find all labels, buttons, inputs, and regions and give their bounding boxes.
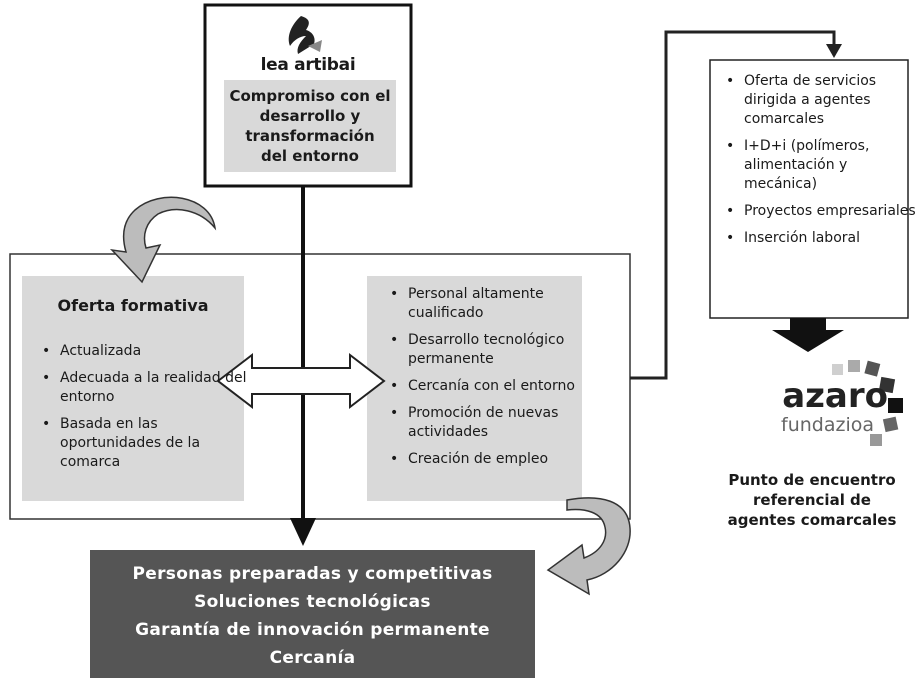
azaro-caption: Punto de encuentro referencial de agente…	[712, 470, 912, 530]
list-item: Basada en las oportunidades de la comarc…	[42, 415, 250, 472]
commitment-line: desarrollo y	[259, 107, 361, 125]
lea-artibai-logo-mark	[288, 16, 322, 54]
list-item: Cercanía con el entorno	[390, 377, 598, 396]
formative-offer-list: Actualizada Adecuada a la realidad del e…	[38, 342, 250, 480]
list-item: Actualizada	[42, 342, 250, 361]
curved-arrow-bottom	[546, 497, 631, 596]
commitment-line: del entorno	[261, 147, 359, 165]
commitment-box	[224, 80, 396, 172]
list-item: Promoción de nuevas actividades	[390, 404, 598, 442]
curved-arrow-top	[109, 196, 217, 284]
services-connector	[630, 30, 836, 380]
list-item: Adecuada a la realidad del entorno	[42, 369, 250, 407]
results-text: Personas preparadas y competitivas Soluc…	[90, 560, 535, 672]
azaro-caption-line: agentes comarcales	[727, 511, 897, 529]
commitment-line: Compromiso con el	[229, 87, 391, 105]
list-item: Desarrollo tecnológico permanente	[390, 331, 598, 369]
azaro-caption-line: referencial de	[753, 491, 871, 509]
services-connector-arrowhead	[826, 44, 842, 58]
azaro-logo-sub: fundazioa	[781, 414, 874, 436]
list-item: Oferta de servicios dirigida a agentes c…	[726, 72, 916, 129]
services-list: Oferta de servicios dirigida a agentes c…	[722, 72, 916, 256]
azaro-down-arrow	[772, 318, 844, 352]
result-line: Garantía de innovación permanente	[135, 620, 490, 640]
results-box	[90, 550, 535, 678]
result-line: Soluciones tecnológicas	[194, 592, 431, 612]
double-arrow	[216, 352, 386, 410]
list-item: I+D+i (polímeros, alimentación y mecánic…	[726, 137, 916, 194]
azaro-logo-name: azaro	[782, 376, 888, 416]
list-item: Personal altamente cualificado	[390, 285, 598, 323]
result-line: Personas preparadas y competitivas	[132, 564, 493, 584]
list-item: Inserción laboral	[726, 229, 916, 248]
commitment-line: transformación	[245, 127, 375, 145]
list-item: Proyectos empresariales	[726, 202, 916, 221]
azaro-logo-mark	[832, 360, 903, 446]
lea-artibai-logo-text: lea artibai	[260, 55, 356, 75]
azaro-caption-line: Punto de encuentro	[728, 471, 896, 489]
commitment-text: Compromiso con el desarrollo y transform…	[224, 86, 396, 166]
main-flow-arrowhead	[290, 518, 316, 546]
result-line: Cercanía	[269, 648, 356, 668]
assets-list: Personal altamente cualificado Desarroll…	[386, 285, 598, 477]
formative-offer-title: Oferta formativa	[57, 296, 209, 315]
list-item: Creación de empleo	[390, 450, 598, 469]
